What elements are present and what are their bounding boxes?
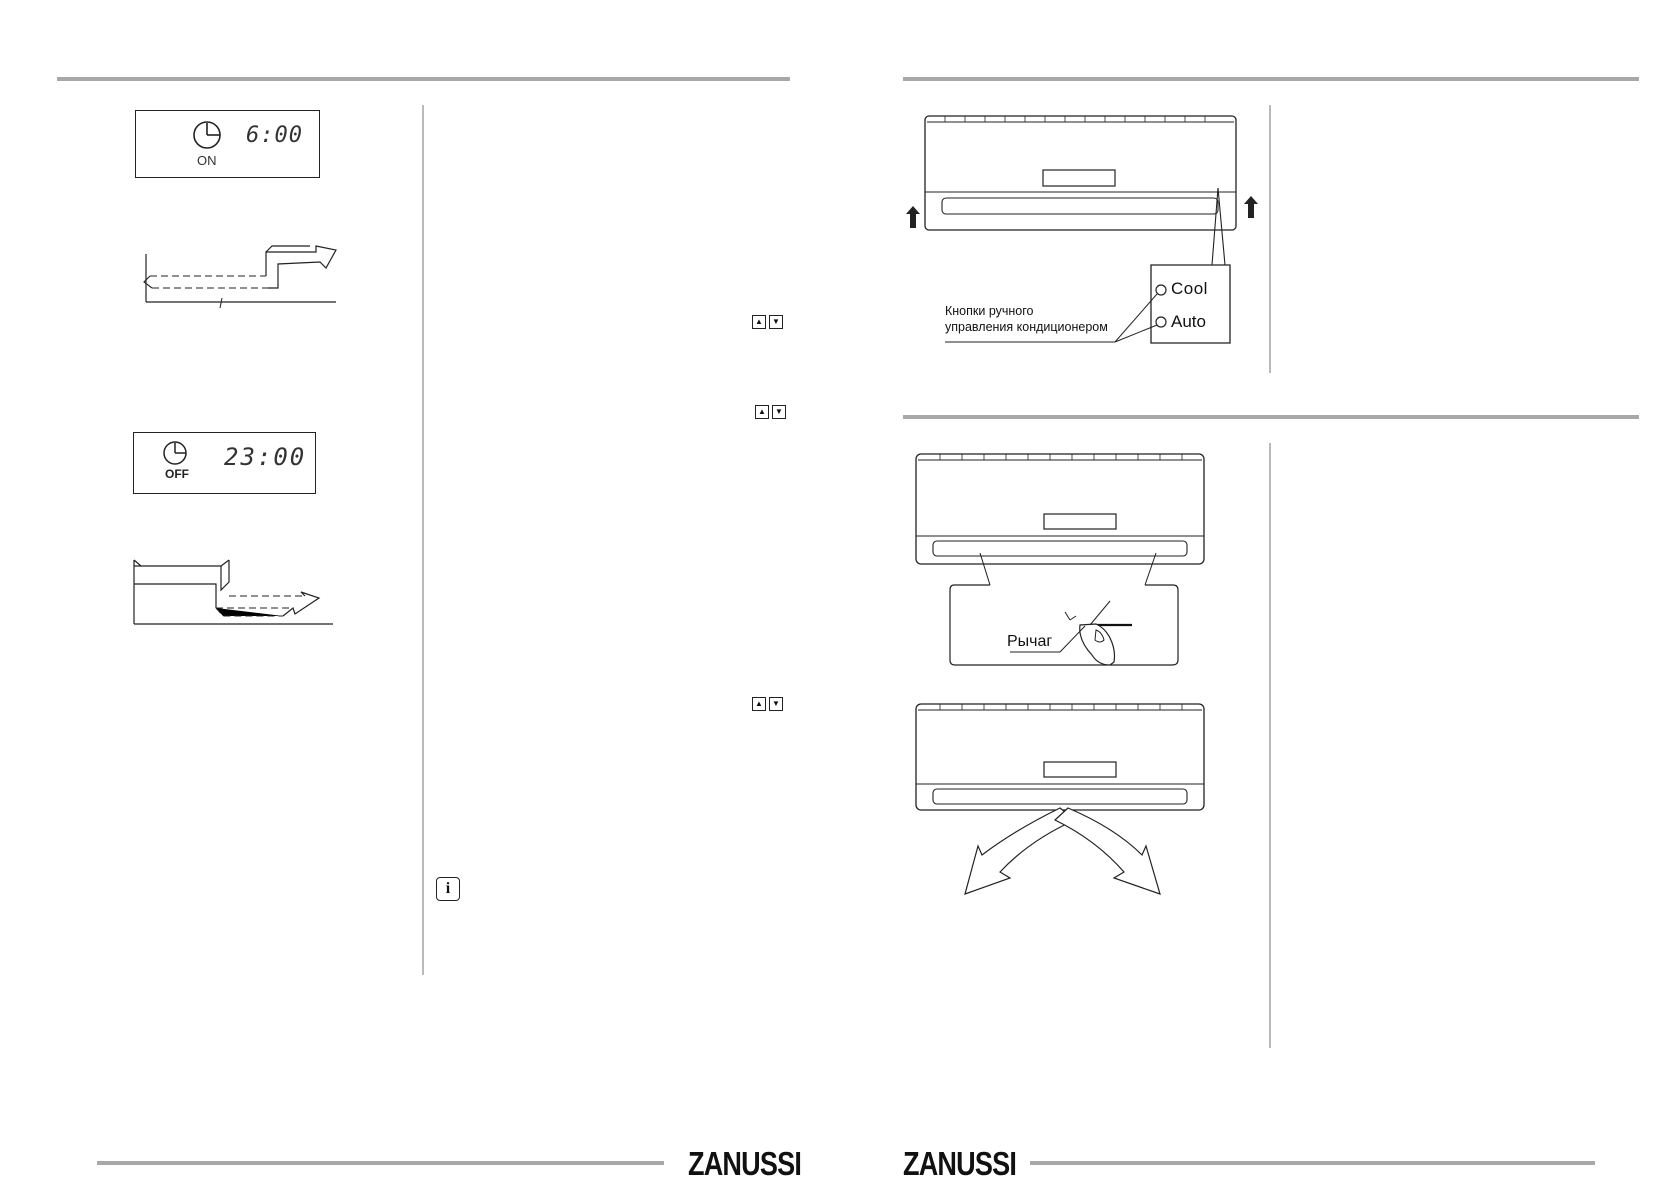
right-section-rule xyxy=(903,415,1639,419)
timer-off-display: OFF 23:00 xyxy=(133,432,316,494)
brand-logo: ZANUSSI xyxy=(903,1145,1017,1182)
right-top-rule xyxy=(903,77,1639,81)
down-arrow-icon: ▼ xyxy=(769,315,783,329)
lever-label: Рычаг xyxy=(1007,633,1053,650)
timer-off-diagram xyxy=(133,559,333,625)
right-column-divider-1 xyxy=(1269,105,1271,373)
arrow-buttons-2: ▲ ▼ xyxy=(755,405,786,419)
arrow-buttons-1: ▲ ▼ xyxy=(752,315,783,329)
down-arrow-icon: ▼ xyxy=(769,697,783,711)
cool-button-label: Cool xyxy=(1171,279,1208,298)
timer-on-label: ON xyxy=(197,153,217,168)
left-footer-rule xyxy=(97,1161,664,1165)
timer-off-label: OFF xyxy=(165,467,189,481)
timer-off-time: 23:00 xyxy=(224,443,307,471)
info-icon: i xyxy=(436,877,460,901)
up-arrow-icon: ▲ xyxy=(752,697,766,711)
timer-on-diagram xyxy=(143,245,337,309)
timer-on-time: 6:00 xyxy=(246,123,303,148)
down-arrow-icon: ▼ xyxy=(772,405,786,419)
left-column-divider xyxy=(422,105,424,975)
right-footer-rule xyxy=(1030,1161,1595,1165)
indoor-unit-louver-lever xyxy=(915,453,1205,666)
up-arrow-icon: ▲ xyxy=(752,315,766,329)
manual-control-caption-1: Кнопки ручного xyxy=(945,304,1034,318)
left-top-rule xyxy=(57,77,790,81)
clock-icon xyxy=(163,441,187,465)
manual-control-caption-2: управления кондиционером xyxy=(945,320,1108,334)
indoor-unit-airflow xyxy=(915,703,1205,895)
right-column-divider-2 xyxy=(1269,443,1271,1048)
arrow-buttons-3: ▲ ▼ xyxy=(752,697,783,711)
indoor-unit-manual-controls xyxy=(906,115,1258,344)
clock-icon xyxy=(193,121,221,149)
auto-button-label: Auto xyxy=(1171,312,1206,331)
timer-on-display: 6:00 ON xyxy=(135,110,320,178)
up-arrow-icon: ▲ xyxy=(755,405,769,419)
brand-logo: ZANUSSI xyxy=(688,1145,802,1182)
